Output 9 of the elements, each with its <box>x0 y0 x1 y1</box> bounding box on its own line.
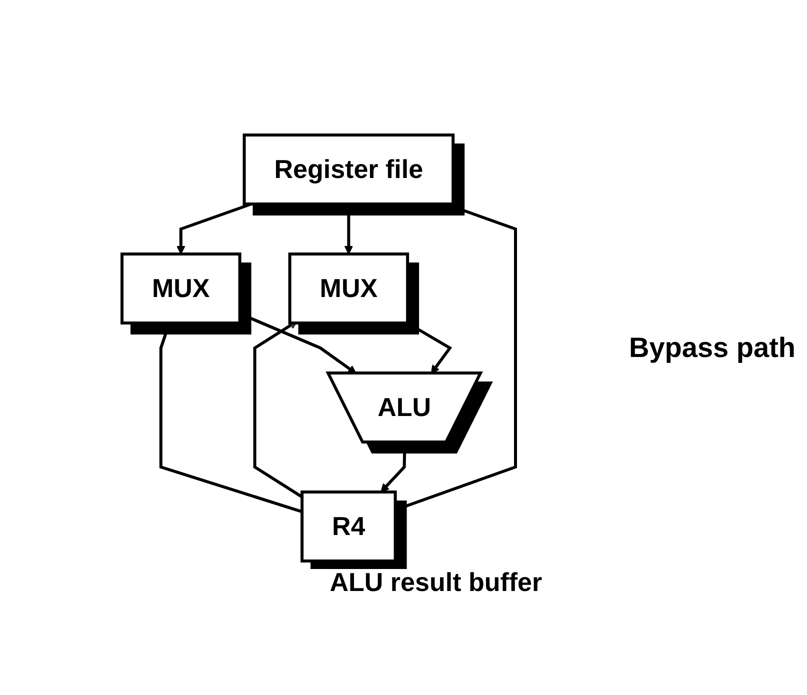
arrow <box>380 442 406 492</box>
node-box: R4 <box>300 490 397 562</box>
node-box: MUX <box>288 252 409 324</box>
path-label: Bypass path <box>629 332 796 364</box>
arrow <box>406 321 452 374</box>
node-box: Register file <box>242 133 454 205</box>
node-box: MUX <box>120 252 242 324</box>
node-caption: ALU result buffer <box>330 566 542 598</box>
arrow <box>344 204 353 254</box>
